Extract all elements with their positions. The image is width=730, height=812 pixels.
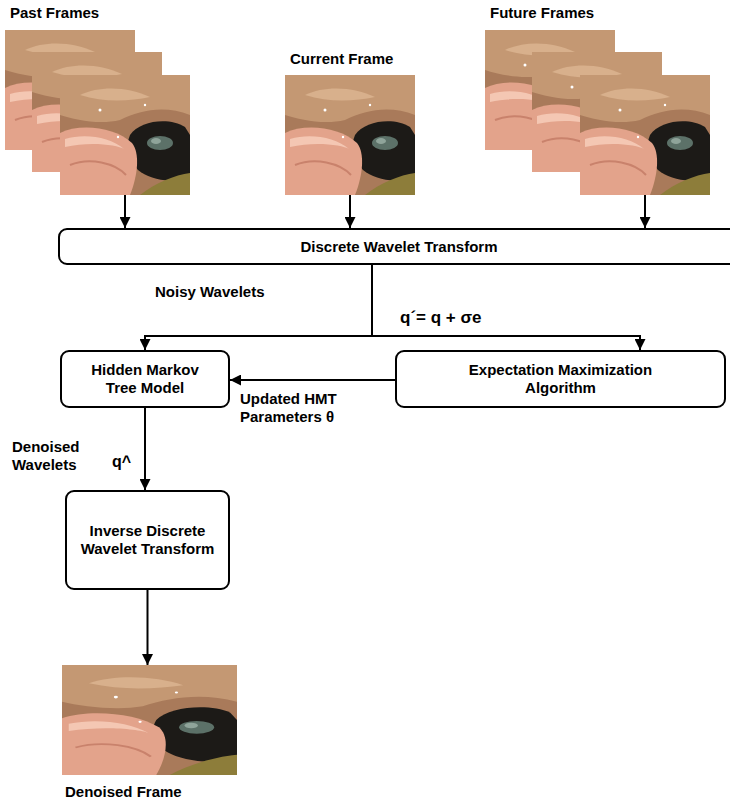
box-label: Expectation Maximization Algorithm [466, 361, 656, 397]
flow-arrow [147, 590, 149, 665]
flow-arrow [349, 195, 351, 228]
frame-heading: Future Frames [490, 4, 594, 22]
frame-stack: Past Frames [5, 30, 210, 195]
frame-stack: Future Frames [485, 30, 710, 195]
label-holder: q´= q + σe [400, 308, 482, 328]
frame-image: Current Frame [285, 75, 415, 195]
flow-arrow [145, 265, 372, 350]
endoscopy-frame [580, 75, 710, 195]
box-label: Hidden Markov Tree Model [80, 361, 210, 397]
label-holder: Denoised Wavelets [12, 438, 92, 474]
process-box: Hidden Markov Tree Model [60, 350, 230, 408]
flow-arrow [144, 408, 146, 490]
endoscopy-frame [62, 665, 237, 775]
process-box: Expectation Maximization Algorithm [395, 350, 726, 408]
label-holder: Noisy Wavelets [155, 283, 265, 301]
endoscopy-frame [285, 75, 415, 195]
label-holder: q^ [112, 452, 131, 471]
flow-arrow [372, 265, 640, 350]
frame-image: Denoised Frame [62, 665, 237, 775]
flow-label: q´= q + σe [400, 308, 482, 328]
flow-label: Noisy Wavelets [155, 283, 265, 301]
frame-heading: Current Frame [290, 50, 393, 68]
box-label: Inverse Discrete Wavelet Transform [80, 522, 215, 558]
flow-arrow [124, 195, 126, 228]
flow-arrow [644, 195, 646, 228]
flow-label: q^ [112, 452, 131, 471]
edge-label: Updated HMT Parameters θ [240, 390, 350, 426]
flow-label: Denoised Wavelets [12, 438, 92, 474]
endoscopy-frame [60, 75, 190, 195]
box-label: Discrete Wavelet Transform [300, 238, 497, 256]
flow-arrow [230, 379, 395, 381]
process-box: Inverse Discrete Wavelet Transform [65, 490, 230, 590]
label-holder: Updated HMT Parameters θ [240, 390, 350, 426]
frame-heading: Denoised Frame [65, 783, 182, 801]
process-box: Discrete Wavelet Transform [58, 228, 730, 265]
frame-heading: Past Frames [10, 4, 99, 22]
